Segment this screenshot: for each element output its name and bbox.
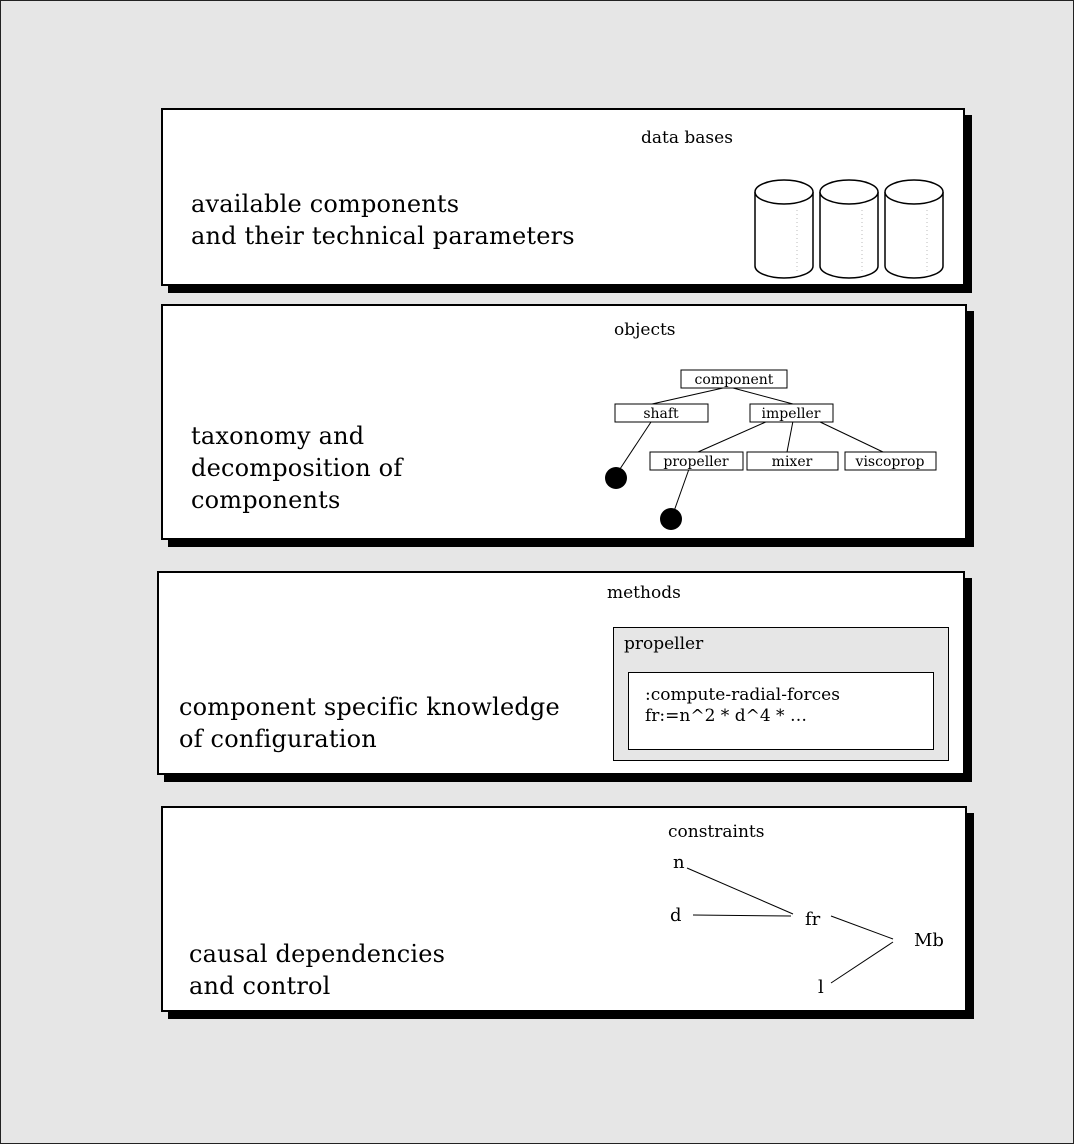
database-icon [754, 179, 814, 279]
panel-description: taxonomy and decomposition of components [191, 420, 402, 516]
description-line: causal dependencies [189, 940, 446, 968]
tree-edge [817, 420, 884, 453]
panel-description: component specific knowledge of configur… [179, 691, 560, 755]
tree-edge [697, 420, 769, 453]
description-line: of configuration [179, 725, 377, 753]
panel-heading: constraints [668, 822, 765, 842]
dependency-edge [830, 915, 894, 940]
tree-node-propeller: propeller [649, 451, 744, 471]
panel-data-bases: data bases available components and thei… [161, 108, 965, 286]
tree-node-mixer: mixer [746, 451, 839, 471]
tree-edge [651, 387, 724, 405]
node-label: component [695, 372, 774, 388]
method-line: fr:=n^2 * d^4 * … [645, 706, 807, 726]
tree-node-component: component [680, 369, 788, 389]
dependency-edge [830, 941, 894, 984]
panel-constraints: constraints causal dependencies and cont… [161, 806, 967, 1012]
node-label: impeller [762, 406, 821, 422]
tree-edge [732, 387, 794, 405]
node-label: viscoprop [855, 454, 925, 470]
constraint-variable-mb: Mb [914, 930, 944, 951]
panel-description: causal dependencies and control [189, 938, 445, 1002]
dependency-edge [686, 867, 794, 915]
database-icon [884, 179, 944, 279]
node-label: shaft [643, 406, 679, 422]
tree-edge [786, 420, 794, 453]
part-instance-dot [605, 467, 627, 489]
database-cylinders [754, 179, 944, 279]
panel-heading: methods [607, 583, 681, 603]
description-line: component specific knowledge [179, 693, 560, 721]
constraint-variable-fr: fr [805, 909, 821, 930]
tree-node-shaft: shaft [614, 403, 709, 423]
panel-objects: objects taxonomy and decomposition of co… [161, 304, 967, 540]
description-line: components [191, 486, 341, 514]
panel-heading: objects [614, 320, 676, 340]
panel-heading: data bases [641, 128, 733, 148]
constraint-variable-n: n [673, 852, 685, 873]
tree-node-impeller: impeller [749, 403, 834, 423]
database-icon [819, 179, 879, 279]
constraint-variable-l: l [818, 977, 824, 998]
decomposition-link [672, 468, 690, 515]
node-label: propeller [663, 454, 729, 470]
constraint-variable-d: d [670, 905, 682, 926]
taxonomy-tree: component shaft impeller propeller mixer… [605, 369, 937, 530]
description-line: decomposition of [191, 454, 403, 482]
description-line: taxonomy and [191, 422, 365, 450]
decomposition-link [615, 421, 652, 476]
method-class-box: propeller :compute-radial-forces fr:=n^2… [613, 627, 949, 761]
node-label: mixer [772, 454, 813, 470]
method-class-name: propeller [624, 634, 704, 654]
dependency-edge [692, 914, 792, 917]
panel-methods: methods component specific knowledge of … [157, 571, 965, 775]
description-line: available components [191, 190, 460, 218]
part-instance-dot [660, 508, 682, 530]
panel-description: available components and their technical… [191, 188, 575, 252]
method-line: :compute-radial-forces [645, 685, 840, 705]
constraint-network: n d fr l Mb [670, 852, 944, 998]
description-line: and their technical parameters [191, 222, 575, 250]
method-body: :compute-radial-forces fr:=n^2 * d^4 * … [628, 672, 934, 750]
description-line: and control [189, 972, 331, 1000]
tree-node-viscoprop: viscoprop [844, 451, 937, 471]
